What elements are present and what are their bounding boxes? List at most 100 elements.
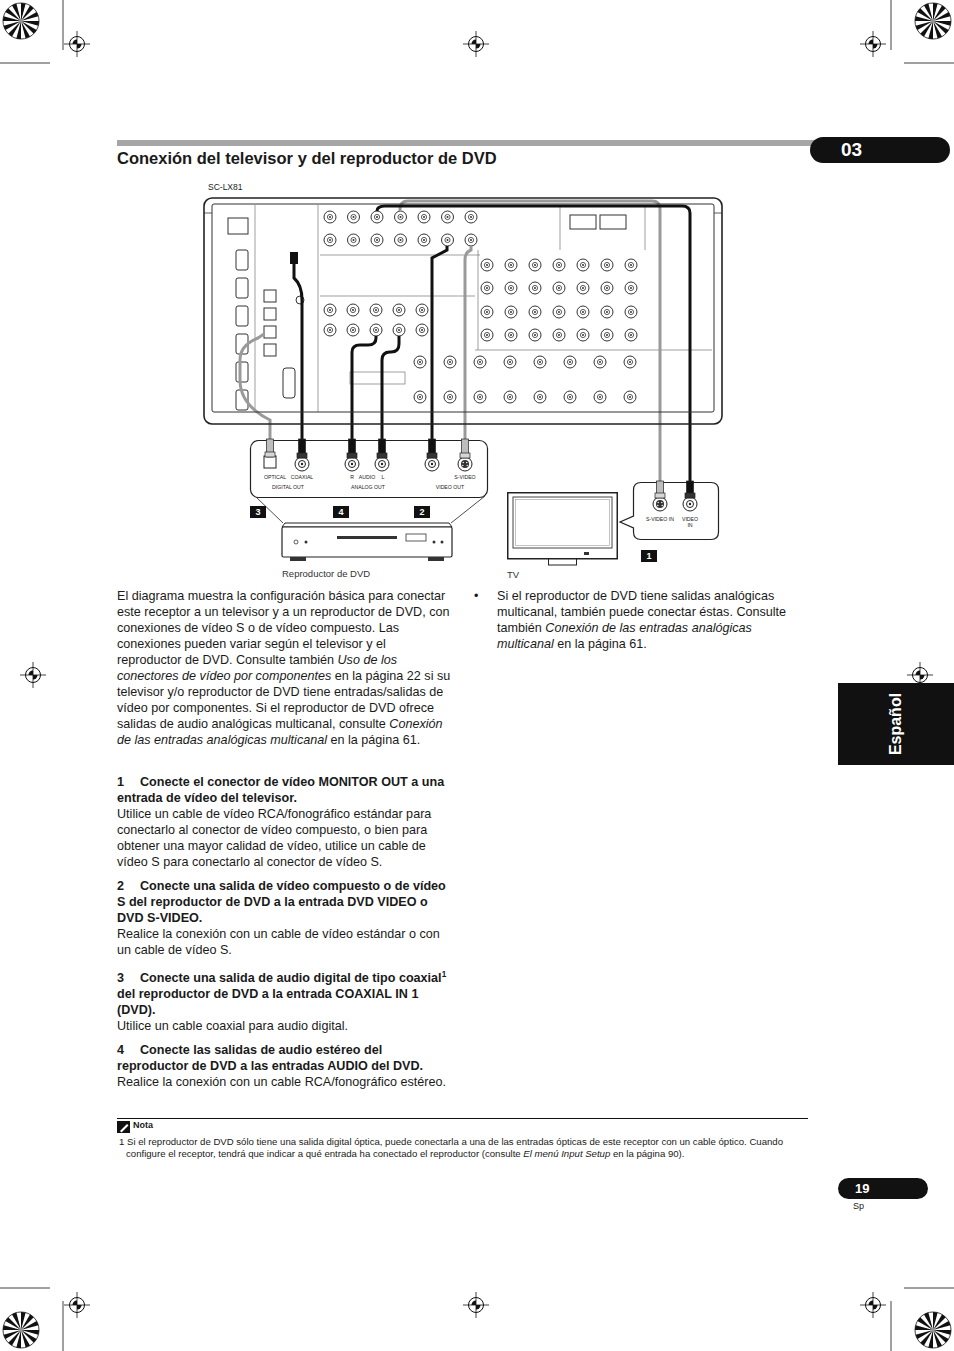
rca-jack [416, 324, 428, 336]
jack-pin [470, 216, 472, 218]
callout-square [333, 506, 349, 518]
jack-pin [329, 216, 331, 218]
registration-target [463, 1292, 489, 1318]
jack-inner [627, 394, 632, 399]
hdmi-port [236, 362, 248, 382]
svideo-pin [462, 465, 463, 466]
callout-box: 1 [641, 550, 657, 562]
jack-pin [534, 311, 536, 313]
jack-pin [329, 329, 331, 331]
jack-ring [458, 457, 472, 471]
jack-pin [486, 287, 488, 289]
target-cross [33, 662, 34, 688]
rca-jack [414, 356, 426, 368]
target-quarter [916, 671, 921, 676]
panel-divider [645, 205, 646, 250]
rca-jack [416, 304, 428, 316]
jack-ring [414, 391, 426, 403]
jack-inner [628, 309, 633, 314]
jack-ring [577, 329, 589, 341]
jack-ring [393, 304, 405, 316]
star-wedge [12, 1313, 21, 1330]
paragraph: 1Conecte el conector de vídeo MONITOR OU… [117, 774, 453, 806]
step-body: Realice la conexión con un cable de víde… [117, 927, 440, 957]
jack-label: DIGITAL OUT [272, 485, 304, 491]
rca-jack [505, 259, 517, 271]
jack-inner [484, 285, 489, 290]
jack-ring [418, 234, 430, 246]
jack-pin [421, 329, 423, 331]
player-foot [290, 557, 306, 561]
tv-input-callout: S-VIDEO INVIDEO IN [633, 482, 719, 540]
jack-label: S-VIDEO [454, 475, 475, 481]
jack-pin [398, 329, 400, 331]
rca-jack [474, 391, 486, 403]
player-button [305, 541, 308, 544]
title-rule [117, 140, 817, 146]
jack-pin [606, 264, 608, 266]
rca-jack [625, 306, 637, 318]
jack-pin [352, 329, 354, 331]
receiver-bevel [204, 213, 212, 214]
television: TV [507, 492, 618, 565]
plug-collar [265, 452, 275, 457]
jack-inner [508, 285, 513, 290]
jack-inner [628, 332, 633, 337]
registration-star [3, 1312, 39, 1348]
cable [431, 425, 434, 440]
jack-ring [529, 282, 541, 294]
jack-pin [630, 311, 632, 313]
jack-pin [381, 463, 383, 465]
body-text: El diagrama muestra la configuración bás… [117, 589, 450, 667]
jack-inner [350, 307, 355, 312]
rca-jack [504, 391, 516, 403]
jack-pin [376, 216, 378, 218]
jack-inner [477, 359, 482, 364]
jack-ring [625, 282, 637, 294]
jack-ring [625, 306, 637, 318]
speaker-terminal [600, 215, 626, 229]
jack-label: ANALOG OUT [351, 485, 385, 491]
speaker-terminal [570, 215, 596, 229]
note-icon [117, 1121, 130, 1133]
jack-inner [628, 285, 633, 290]
jack-pin [419, 361, 421, 363]
jack-ring [465, 211, 477, 223]
jack-inner [477, 394, 482, 399]
jack-inner [628, 262, 633, 267]
jack-inner [445, 214, 450, 219]
jack-ring [481, 306, 493, 318]
rca-jack [395, 211, 407, 223]
note-text: en la página 90). [613, 1148, 684, 1159]
jack-inner [379, 461, 386, 468]
rca-jack [553, 306, 565, 318]
note-icon-pencil [120, 1124, 129, 1133]
jack-inner [299, 461, 306, 468]
jack-ring [601, 282, 613, 294]
rca-jack [529, 329, 541, 341]
jack-ring [594, 356, 606, 368]
jack-ring [481, 282, 493, 294]
jack-inner [580, 262, 585, 267]
jack-ring [529, 259, 541, 271]
tv-screen [513, 497, 612, 548]
player-foot [428, 557, 444, 561]
jack-ring [414, 356, 426, 368]
jack-inner [349, 461, 356, 468]
rca-jack [594, 391, 606, 403]
body-text: en la página 61. [557, 637, 647, 651]
jack-pin [606, 311, 608, 313]
rca-jack [474, 356, 486, 368]
paragraph: Realice la conexión con un cable RCA/fon… [117, 1074, 453, 1090]
target-quarter [869, 40, 874, 45]
jack-ring [601, 306, 613, 318]
jack-inner [468, 214, 473, 219]
jack-ring [416, 304, 428, 316]
chapter-tab: 03 [810, 137, 950, 163]
jack-ring [347, 324, 359, 336]
node-shape [838, 1178, 928, 1199]
rca-jack [347, 304, 359, 316]
language-name: Español [887, 693, 905, 755]
jack-pin [599, 396, 601, 398]
rca-jack [371, 211, 383, 223]
